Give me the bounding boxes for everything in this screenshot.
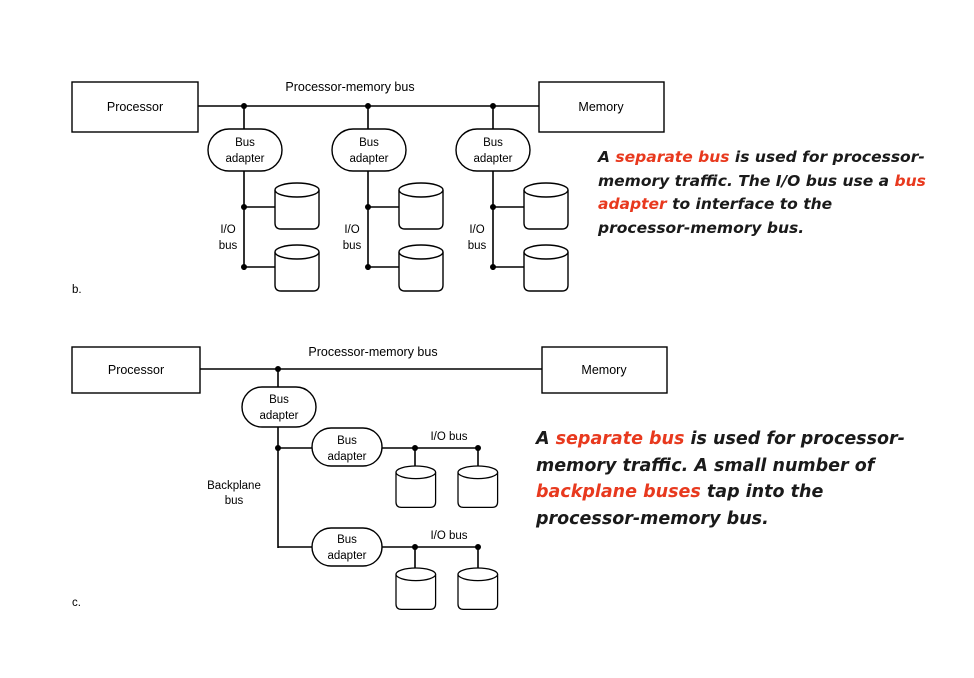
diagram-b-column-2: Bus adapter I/O bus bbox=[331, 103, 444, 292]
bus-adapter-label: Bus bbox=[337, 435, 357, 447]
io-bus-label: bus bbox=[219, 240, 238, 252]
diagram-b-memory-label: Memory bbox=[578, 100, 624, 114]
diagram-c: Processor-memory bus Processor Memory Bu… bbox=[71, 345, 668, 611]
caption-highlight: backplane buses bbox=[536, 482, 701, 502]
diagram-b-column-1: Bus adapter I/O bus bbox=[207, 103, 320, 292]
diagram-c-io-branch-1: Bus adapter I/O bus bbox=[311, 427, 499, 509]
disk-icon bbox=[457, 567, 499, 611]
caption-text: is used for processor-memory traffic. A … bbox=[536, 429, 905, 476]
caption-highlight: separate bus bbox=[555, 429, 685, 449]
diagram-b-column-3: Bus adapter I/O bus bbox=[455, 103, 569, 292]
caption-highlight: separate bus bbox=[615, 148, 730, 166]
diagram-b-processor-box bbox=[71, 81, 199, 133]
disk-icon bbox=[523, 244, 569, 292]
diagram-b-bus-title: Processor-memory bus bbox=[285, 80, 414, 94]
diagram-c-top-bus-adapter bbox=[241, 386, 317, 428]
caption-c: A separate bus is used for processor-mem… bbox=[536, 426, 926, 532]
diagram-b-processor-label: Processor bbox=[107, 100, 163, 114]
diagram-c-processor-box bbox=[71, 346, 201, 394]
bus-adapter-label: Bus bbox=[235, 137, 255, 149]
diagram-c-memory-label: Memory bbox=[581, 363, 627, 377]
io-bus-label: I/O bbox=[469, 224, 484, 236]
disk-icon bbox=[457, 465, 499, 509]
caption-text: is used for processor-memory traffic. Th… bbox=[598, 148, 925, 190]
caption-text: A bbox=[536, 429, 556, 449]
diagram-c-memory-box bbox=[541, 346, 668, 394]
backplane-bus-label: bus bbox=[225, 495, 244, 507]
diagram-b-label: b. bbox=[72, 284, 82, 296]
bus-adapter-label: adapter bbox=[259, 410, 298, 422]
disk-icon bbox=[398, 244, 444, 292]
bus-adapter-label: Bus bbox=[483, 137, 503, 149]
diagram-c-processor-label: Processor bbox=[108, 363, 164, 377]
io-bus-label: bus bbox=[343, 240, 362, 252]
disk-icon bbox=[398, 182, 444, 230]
diagram-b: Processor-memory bus Processor Memory Bu… bbox=[71, 80, 665, 296]
bus-adapter-label: Bus bbox=[269, 394, 289, 406]
diagram-c-bus-adapter-1 bbox=[311, 427, 383, 467]
bus-adapter-label: adapter bbox=[225, 153, 264, 165]
bus-adapter-label: adapter bbox=[327, 451, 366, 463]
disk-icon bbox=[395, 567, 437, 611]
disk-icon bbox=[274, 244, 320, 292]
bus-adapter-label: adapter bbox=[473, 153, 512, 165]
diagram-b-bus-adapter-2 bbox=[331, 128, 407, 172]
io-bus-label: I/O bus bbox=[430, 431, 467, 443]
diagram-c-io-branch-2: Bus adapter I/O bus bbox=[311, 527, 499, 611]
caption-text: to interface to the processor-memory bus… bbox=[598, 195, 833, 237]
diagram-b-bus-adapter-1 bbox=[207, 128, 283, 172]
disk-icon bbox=[274, 182, 320, 230]
caption-text: tap into the processor-memory bus. bbox=[536, 482, 824, 529]
io-bus-label: I/O bus bbox=[430, 530, 467, 542]
diagram-b-memory-box bbox=[538, 81, 665, 133]
bus-adapter-label: adapter bbox=[349, 153, 388, 165]
disk-icon bbox=[523, 182, 569, 230]
disk-icon bbox=[395, 465, 437, 509]
caption-b: A separate bus is used for processor-mem… bbox=[598, 146, 928, 240]
diagram-c-label: c. bbox=[72, 597, 81, 609]
bus-adapter-label: Bus bbox=[337, 534, 357, 546]
io-bus-label: I/O bbox=[220, 224, 235, 236]
bus-adapter-label: adapter bbox=[327, 550, 366, 562]
bus-adapter-label: Bus bbox=[359, 137, 379, 149]
backplane-bus-label: Backplane bbox=[207, 480, 261, 492]
caption-highlight: bus adapter bbox=[598, 171, 926, 214]
diagram-c-bus-title: Processor-memory bus bbox=[308, 345, 437, 359]
io-bus-label: I/O bbox=[344, 224, 359, 236]
caption-text: A bbox=[598, 148, 616, 166]
io-bus-label: bus bbox=[468, 240, 487, 252]
